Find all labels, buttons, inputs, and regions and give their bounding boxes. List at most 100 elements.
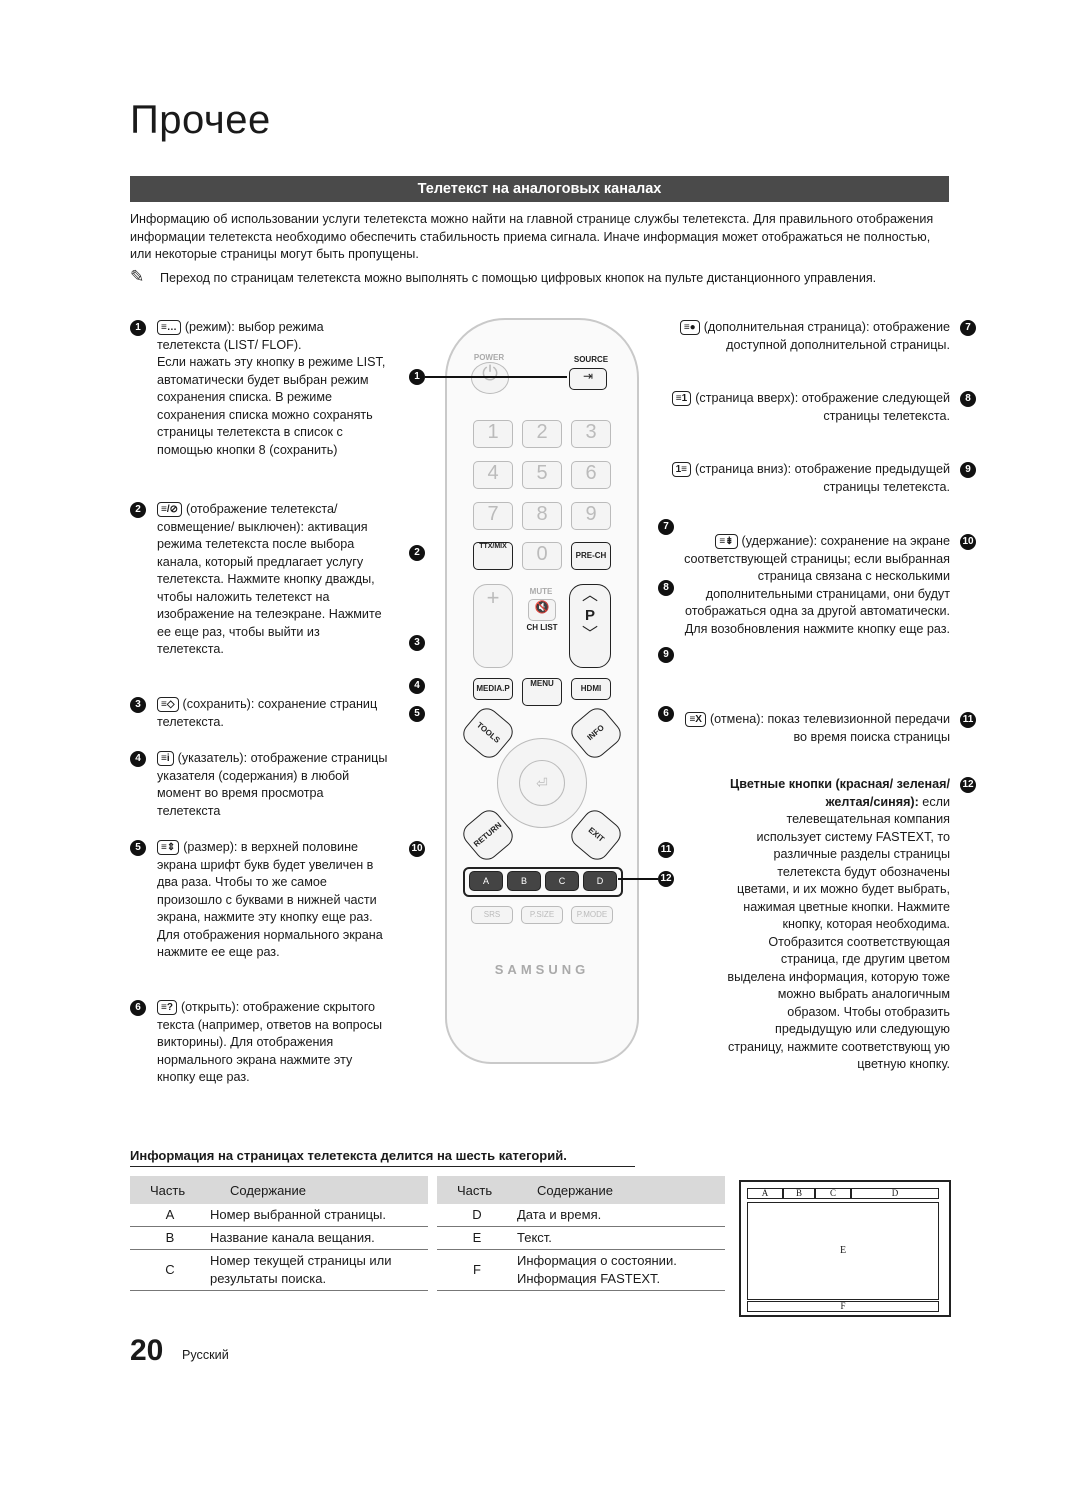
left-item-2: 2 ≡/⊘(отображение телетекста/совмещение/… <box>130 501 390 659</box>
digit-4: 4 <box>473 461 513 489</box>
menu-button: MENU <box>522 678 562 706</box>
callout-leader-line <box>618 878 658 880</box>
right-item-12: 12 Цветные кнопки (красная/ зеленая/желт… <box>725 776 976 1074</box>
color-button-d: D <box>583 871 617 891</box>
diagram-zone-e: E <box>747 1202 939 1300</box>
diagram-top-row: A B C D <box>747 1188 939 1199</box>
diagram-zone-a: A <box>747 1188 783 1199</box>
cell-content: Номер текущей страницы или результаты по… <box>210 1249 428 1291</box>
pre-ch-button: PRE-CH <box>571 542 611 570</box>
diagram-zone-d: D <box>851 1188 939 1199</box>
media-p-button: MEDIA.P <box>473 678 513 700</box>
enter-button: ⏎ <box>519 760 565 806</box>
cell-content: Номер выбранной страницы. <box>210 1204 428 1227</box>
page-language: Русский <box>182 1348 229 1362</box>
item-text: (отмена): показ телевизионной передачи в… <box>709 712 950 744</box>
item-text: Если нажать эту кнопку в режиме LIST, ав… <box>157 355 386 457</box>
col-header-part: Часть <box>130 1176 210 1204</box>
digit-2: 2 <box>522 420 562 448</box>
mute-button: 🔇 <box>528 599 556 621</box>
source-icon: ⇥ <box>582 369 594 383</box>
source-label: SOURCE <box>573 355 609 364</box>
heading-underline <box>130 1166 635 1167</box>
color-button-c: C <box>545 871 579 891</box>
store-key-icon: ≡◇ <box>157 697 179 713</box>
srs-button: SRS <box>471 906 513 924</box>
digit-6: 6 <box>571 461 611 489</box>
index-key-icon: ≡i <box>157 751 174 767</box>
remote-callout-10: 10 <box>409 841 425 857</box>
source-button: ⇥ <box>569 368 607 390</box>
sub-page-key-icon: ≡● <box>679 320 700 336</box>
section-heading: Телетекст на аналоговых каналах <box>130 176 949 202</box>
ttx-mix-button: TTX/MIX <box>473 542 513 570</box>
color-button-a: A <box>469 871 503 891</box>
remote-callout-8: 8 <box>658 580 674 596</box>
left-item-4: 4 ≡i(указатель): отображение страницы ук… <box>130 750 390 820</box>
mode-key-icon: ≡… <box>157 320 181 336</box>
page-up-key-icon: ≡1 <box>671 391 692 407</box>
cell-part: F <box>437 1249 517 1291</box>
volume-rocker: + <box>473 584 513 668</box>
left-item-3: 3 ≡◇(сохранить): сохранение страниц теле… <box>130 696 390 731</box>
digit-3: 3 <box>571 420 611 448</box>
item-text: (удержание): сохранение на экране соотве… <box>684 534 950 636</box>
callout-number: 5 <box>130 840 146 856</box>
size-key-icon: ≡⇕ <box>157 840 180 856</box>
cell-part: A <box>130 1204 210 1227</box>
callout-leader-line <box>425 376 567 378</box>
item-text: (страница вниз): отображение предыдущей … <box>695 462 950 494</box>
cell-part: B <box>130 1226 210 1250</box>
item-lead: (размер): в верхней половине экрана шриф… <box>157 840 383 959</box>
note-pencil-icon: ✎ <box>130 267 145 286</box>
callout-number: 12 <box>960 777 976 793</box>
remote-callout-2: 2 <box>409 545 425 561</box>
cell-content: Информация о состоянии. Информация FASTE… <box>517 1249 725 1291</box>
item-text: (дополнительная страница): отображение д… <box>703 320 950 352</box>
channel-rocker: ︿ P ﹀ <box>569 584 611 668</box>
callout-number: 10 <box>960 534 976 550</box>
remote-callout-4: 4 <box>409 678 425 694</box>
right-item-7: 7 ≡●(дополнительная страница): отображен… <box>670 319 976 354</box>
left-item-6: 6 ≡?(открыть): отображение скрытого текс… <box>130 999 390 1087</box>
power-label: POWER <box>473 353 505 362</box>
remote-callout-3: 3 <box>409 635 425 651</box>
remote-callout-7: 7 <box>658 519 674 535</box>
page-down-key-icon: 1≡ <box>671 462 692 478</box>
item-lead: (указатель): отображение страницы указат… <box>157 751 388 818</box>
hdmi-button: HDMI <box>571 678 611 700</box>
brand-logo: SAMSUNG <box>494 962 590 977</box>
reveal-key-icon: ≡? <box>157 1000 177 1016</box>
color-button-b: B <box>507 871 541 891</box>
digit-1: 1 <box>473 420 513 448</box>
col-header-content: Содержание <box>517 1176 725 1204</box>
page-number: 20 <box>130 1334 164 1367</box>
channel-down-icon: ﹀ <box>581 626 598 643</box>
remote-callout-12: 12 <box>658 871 674 887</box>
callout-number: 4 <box>130 751 146 767</box>
cell-content: Текст. <box>517 1226 725 1250</box>
note: ✎ Переход по страницам телетекста можно … <box>130 267 945 288</box>
callout-number: 3 <box>130 697 146 713</box>
digit-7: 7 <box>473 502 513 530</box>
power-button: ⏻ <box>471 362 509 394</box>
callout-number: 1 <box>130 320 146 336</box>
diagram-zone-c: C <box>815 1188 851 1199</box>
callout-number: 7 <box>960 320 976 336</box>
callout-number: 6 <box>130 1000 146 1016</box>
remote-callout-5: 5 <box>409 706 425 722</box>
item-bold-lead: Цветные кнопки (красная/ зеленая/желтая/… <box>730 777 950 809</box>
diagram-zone-b: B <box>783 1188 815 1199</box>
digit-9: 9 <box>571 502 611 530</box>
callout-number: 9 <box>960 462 976 478</box>
volume-plus-icon: + <box>486 585 500 610</box>
item-lead: (отображение телетекста/совмещение/ выкл… <box>157 502 382 656</box>
ch-list-label: CH LIST <box>526 623 558 632</box>
item-lead: (сохранить): сохранение страниц телетекс… <box>157 697 378 729</box>
digit-0: 0 <box>522 542 562 570</box>
right-item-10: 10 ≡⇟(удержание): сохранение на экране с… <box>670 533 976 638</box>
